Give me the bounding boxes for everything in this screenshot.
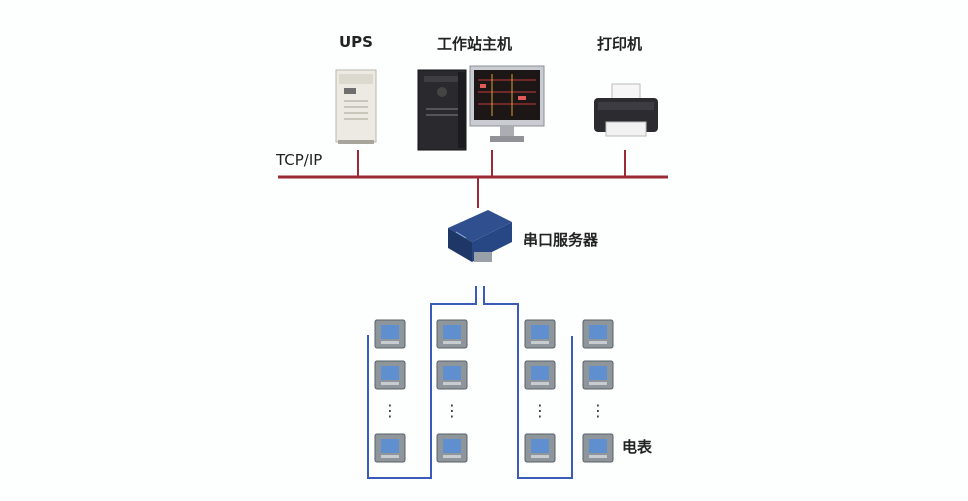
meter-ellipsis: ⋮ [532,401,548,420]
meter-array: ⋮ ⋮ ⋮ ⋮ [374,319,614,463]
meter-label: 电表 [622,438,653,456]
meter-icon [582,360,614,390]
serial-server-label: 串口服务器 [523,231,599,249]
tcp-ip-label: TCP/IP [276,151,323,169]
meter-icon [524,433,556,463]
meter-icon [524,319,556,349]
ups-label: UPS [339,33,373,51]
meter-icon [436,319,468,349]
meter-ellipsis: ⋮ [444,401,460,420]
meter-ellipsis: ⋮ [382,401,398,420]
meter-icon [374,319,406,349]
meter-icon [374,360,406,390]
printer-icon [594,83,658,137]
meter-ellipsis: ⋮ [590,401,606,420]
meter-icon [524,360,556,390]
workstation-monitor-icon [469,65,545,142]
meter-icon [582,433,614,463]
workstation-tower-icon [417,69,467,151]
serial-server-icon [448,210,512,262]
printer-label: 打印机 [597,35,643,53]
ups-icon [335,69,377,144]
workstation-label: 工作站主机 [437,35,513,53]
meter-icon [436,433,468,463]
meter-icon [436,360,468,390]
meter-icon [582,319,614,349]
rs485-bus [367,286,573,479]
meter-icon [374,433,406,463]
